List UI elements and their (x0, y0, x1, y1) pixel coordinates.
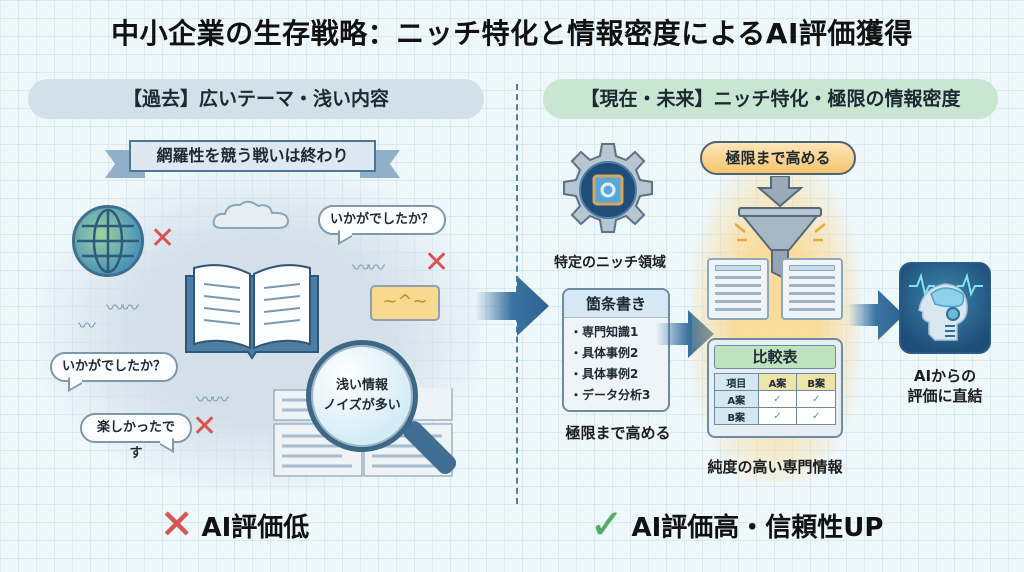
bullet-list-caption: 極限まで高める (565, 424, 671, 442)
verdict-high: ✓ AI評価高・信頼性UP (590, 505, 883, 545)
comparison-table-card: 比較表 項目 A案 B案 A案 ✓ ✓ B案 ✓ ✓ (707, 338, 843, 438)
check-icon: ✓ (796, 390, 836, 408)
magnifier-icon: 浅い情報 ノイズが多い (306, 340, 418, 452)
table-header: B案 (796, 373, 836, 391)
row-label: A案 (714, 390, 759, 408)
squiggle-line: 〰〰 (106, 298, 139, 319)
gear-chip-icon (563, 143, 653, 233)
vague-note-icon: ~^~ (370, 285, 440, 321)
cross-icon: ✕ (150, 221, 176, 256)
cross-icon: ✕ (160, 502, 194, 548)
bullet-list-card: 箇条書き ・専門知識1 ・具体事例2 ・具体事例2 ・データ分析3 (562, 288, 670, 412)
speech-bubble: いかがでしたか？ (50, 352, 178, 382)
table-row: B案 ✓ ✓ (714, 407, 836, 425)
page-title: 中小企業の生存戦略：ニッチ特化と情報密度によるAI評価獲得 (111, 17, 913, 50)
table-header: 項目 (714, 373, 759, 391)
maximize-pill: 極限まで高める (700, 141, 856, 175)
squiggle-line: 〰〰 (352, 258, 385, 279)
list-item: ・具体事例2 (570, 346, 639, 360)
speech-bubble: 楽しかったです (80, 413, 192, 461)
check-icon: ✓ (590, 502, 624, 548)
document-icon (781, 258, 843, 320)
list-item: ・専門知識1 (570, 325, 639, 339)
magnifier-text-line2: ノイズが多い (323, 398, 401, 413)
cloud-icon (212, 200, 290, 229)
speech-bubble: いかがでしたか？ (318, 205, 446, 235)
verdict-low: ✕ AI評価低 (160, 505, 309, 545)
ai-label-line2: 評価に直結 (907, 387, 983, 405)
verdict-high-text: AI評価高・信頼性UP (631, 512, 884, 543)
open-book-icon (185, 264, 319, 360)
verdict-low-text: AI評価低 (201, 512, 310, 543)
list-item: ・データ分析3 (570, 388, 651, 402)
ai-evaluation-label: AIからの 評価に直結 (880, 366, 1010, 406)
ai-head-icon (899, 262, 991, 354)
ribbon-text: 網羅性を競う戦いは終わり (129, 140, 376, 172)
check-icon: ✓ (757, 407, 798, 425)
list-item: ・具体事例2 (570, 367, 639, 381)
table-row: A案 ✓ ✓ (714, 390, 836, 408)
comparison-table-title: 比較表 (714, 345, 836, 369)
document-icon (707, 258, 769, 320)
bullet-list-title: 箇条書き (564, 290, 668, 318)
past-header: 【過去】広いテーマ・浅い内容 (28, 79, 484, 119)
table-header: A案 (757, 373, 798, 391)
ai-label-line1: AIからの (913, 367, 977, 385)
ribbon-banner: 網羅性を競う戦いは終わり (105, 136, 400, 182)
row-label: B案 (714, 407, 759, 425)
comparison-table: 項目 A案 B案 A案 ✓ ✓ B案 ✓ ✓ (714, 373, 836, 425)
check-icon: ✓ (757, 390, 798, 408)
globe-icon (72, 205, 144, 277)
arrow-right-icon (475, 276, 549, 336)
niche-label: 特定のニッチ領域 (554, 255, 666, 271)
magnifier-text-line1: 浅い情報 (335, 378, 388, 393)
cross-icon: ✕ (192, 409, 218, 444)
check-icon: ✓ (796, 407, 836, 425)
squiggle-line: 〰 (78, 316, 96, 337)
arrow-right-icon (848, 290, 904, 340)
pure-info-label: 純度の高い専門情報 (707, 458, 843, 476)
future-header: 【現在・未来】ニッチ特化・極限の情報密度 (543, 79, 998, 119)
cross-icon: ✕ (424, 245, 450, 280)
squiggle-line: 〰〰 (196, 390, 229, 411)
